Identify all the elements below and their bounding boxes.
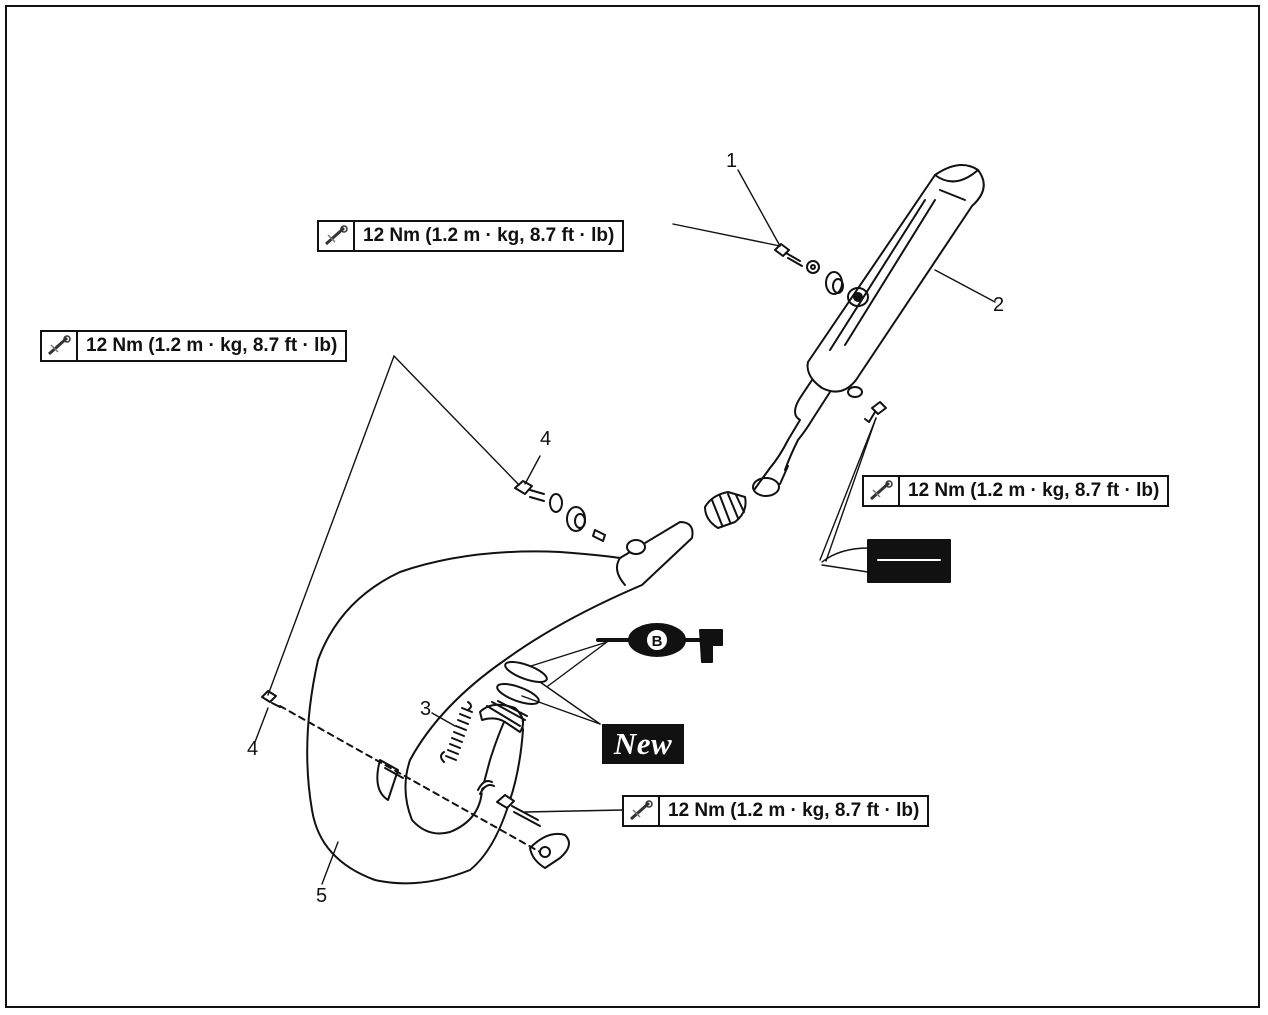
joint-sleeve — [704, 491, 747, 529]
leader-lines — [254, 169, 996, 885]
torque-wrench-icon — [42, 332, 78, 360]
pipe-inlet — [479, 700, 528, 733]
torque-value: 12 Nm (1.2 m · kg, 8.7 ft · lb) — [363, 225, 615, 246]
callout-3: 3 — [420, 698, 432, 720]
callout-4-lower: 4 — [247, 738, 259, 760]
torque-value: 12 Nm (1.2 m · kg, 8.7 ft · lb) — [668, 800, 920, 821]
bolt-4-upper — [514, 480, 606, 542]
silencer — [752, 164, 985, 497]
lower-stay — [496, 794, 570, 869]
torque-value: 12 Nm (1.2 m · kg, 8.7 ft · lb) — [86, 335, 338, 356]
callout-4-upper: 4 — [540, 428, 552, 450]
grease-label: B — [652, 633, 663, 650]
sealant-tube-icon — [821, 539, 951, 583]
torque-value: 12 Nm (1.2 m · kg, 8.7 ft · lb) — [908, 480, 1160, 501]
callout-1: 1 — [726, 150, 738, 172]
torque-wrench-icon — [319, 222, 355, 250]
bolt-1 — [774, 243, 844, 295]
torque-spec-rear-bolt: 12 Nm (1.2 m · kg, 8.7 ft · lb) — [862, 475, 1170, 507]
grease-gun-icon — [596, 623, 723, 663]
torque-spec-chamber-bolt: 12 Nm (1.2 m · kg, 8.7 ft · lb) — [40, 330, 348, 362]
callout-2: 2 — [993, 294, 1005, 316]
rear-bolt — [847, 386, 887, 423]
torque-spec-silencer-bolt: 12 Nm (1.2 m · kg, 8.7 ft · lb) — [317, 220, 625, 252]
expansion-chamber — [306, 521, 694, 885]
torque-wrench-icon — [624, 797, 660, 825]
callout-5: 5 — [316, 885, 328, 907]
spring-3 — [440, 701, 473, 763]
new-part-badge: New — [602, 724, 684, 764]
torque-wrench-icon — [864, 477, 900, 505]
bolt-4-lower — [261, 690, 281, 708]
torque-spec-stay-bolt: 12 Nm (1.2 m · kg, 8.7 ft · lb) — [622, 795, 930, 827]
